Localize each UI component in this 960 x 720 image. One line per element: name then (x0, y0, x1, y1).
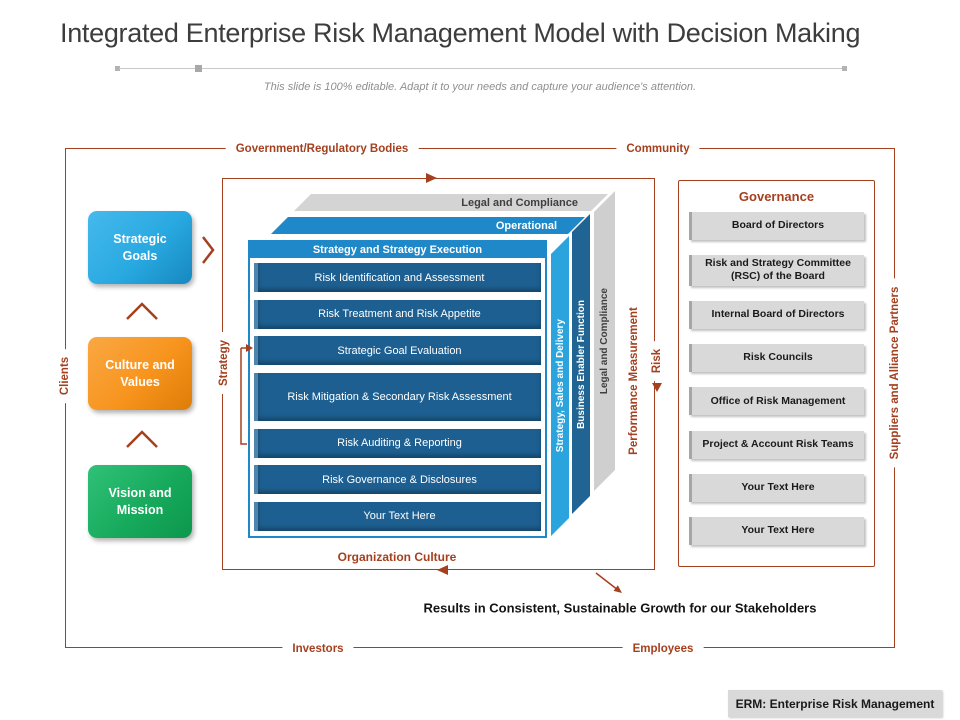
label-community: Community (616, 143, 700, 155)
culture-values-label: Culture and Values (105, 358, 175, 389)
label-suppliers-alliance-partners: Suppliers and Alliance Partners (889, 278, 901, 468)
divider-line (119, 68, 843, 69)
cube-row: Your Text Here (254, 501, 541, 531)
divider-dot (195, 65, 202, 72)
results-connector-arrow-icon (595, 572, 622, 593)
strategic-goals-box: Strategic Goals (88, 211, 192, 284)
label-clients: Clients (59, 348, 71, 404)
cube-rows: Risk Identification and Assessment Risk … (250, 258, 545, 536)
organization-culture-label: Organization Culture (329, 550, 465, 564)
chevron-right-icon (202, 236, 215, 264)
chevron-up-icon (126, 430, 158, 448)
flow-arrow-right-icon (426, 173, 437, 183)
governance-title: Governance (738, 189, 815, 204)
arrow-down-icon (652, 383, 662, 392)
cube-front-header: Strategy and Strategy Execution (250, 242, 545, 258)
results-statement: Results in Consistent, Sustainable Growt… (423, 600, 817, 616)
divider-dot (842, 66, 847, 71)
governance-panel: Governance Board of Directors Risk and S… (678, 180, 875, 567)
flow-arrow-left-icon (437, 565, 448, 575)
label-investors: Investors (282, 643, 354, 655)
governance-item: Risk Councils (689, 344, 864, 372)
cube-row: Risk Identification and Assessment (254, 263, 541, 292)
chevron-up-icon (126, 302, 158, 320)
cube-top-layer-label: Legal and Compliance (461, 196, 578, 209)
cube-row: Risk Auditing & Reporting (254, 428, 541, 458)
governance-item: Your Text Here (689, 473, 864, 502)
cube-top-layer-legal-compliance: Legal and Compliance (294, 194, 608, 211)
governance-item: Project & Account Risk Teams (689, 430, 864, 459)
governance-item: Internal Board of Directors (689, 300, 864, 329)
page-title: Integrated Enterprise Risk Management Mo… (60, 18, 861, 48)
cube-strip-label: Strategy, Sales and Delivery (554, 319, 566, 453)
title-divider (115, 64, 847, 74)
label-government-regulatory-bodies: Government/Regulatory Bodies (225, 143, 419, 155)
axis-label-performance-measurement: Performance Measurement (628, 299, 640, 463)
governance-item: Risk and Strategy Committee (RSC) of the… (689, 255, 864, 286)
cube-strip-business-enabler-function: Business Enabler Function (572, 214, 590, 514)
strategy-scope-bracket-icon (240, 344, 253, 445)
axis-label-risk: Risk (651, 340, 663, 382)
cube-row: Risk Mitigation & Secondary Risk Assessm… (254, 372, 541, 421)
cube-strip-strategy-sales-delivery: Strategy, Sales and Delivery (551, 236, 569, 536)
vision-mission-box: Vision and Mission (88, 465, 192, 538)
cube-row: Strategic Goal Evaluation (254, 336, 541, 366)
governance-item: Your Text Here (689, 517, 864, 545)
governance-item: Office of Risk Management (689, 387, 864, 416)
divider-dot (115, 66, 120, 71)
cube-strip-label: Legal and Compliance (599, 287, 610, 395)
strategic-goals-label: Strategic Goals (113, 232, 167, 263)
cube-front-face: Strategy and Strategy Execution Risk Ide… (248, 240, 547, 538)
cube-top-layer-operational: Operational (271, 217, 585, 234)
vision-mission-label: Vision and Mission (108, 486, 172, 517)
cube-strip-legal-compliance: Legal and Compliance (594, 191, 615, 491)
cube-row: Risk Treatment and Risk Appetite (254, 299, 541, 329)
culture-values-box: Culture and Values (88, 337, 192, 410)
governance-item: Board of Directors (689, 212, 864, 240)
cube-strip-label: Business Enabler Function (575, 299, 587, 429)
cube-top-layer-label: Operational (495, 219, 557, 232)
axis-label-strategy: Strategy (218, 331, 230, 395)
slide-subtitle: This slide is 100% editable. Adapt it to… (263, 81, 697, 93)
label-employees: Employees (622, 643, 704, 655)
erm-footnote: ERM: Enterprise Risk Management (728, 690, 942, 717)
cube-row: Risk Governance & Disclosures (254, 465, 541, 495)
governance-list: Board of Directors Risk and Strategy Com… (679, 204, 874, 551)
